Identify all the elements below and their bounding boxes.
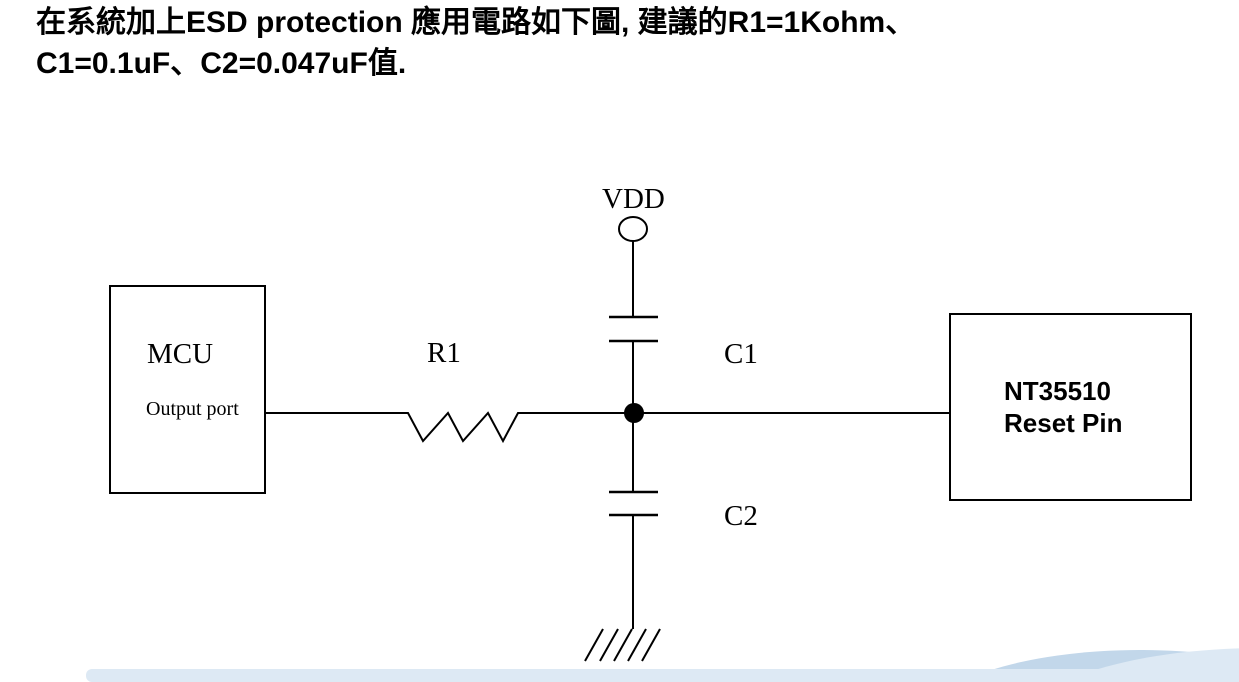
resistor-r1-symbol (265, 411, 633, 444)
resistor-label: R1 (427, 337, 461, 369)
mcu-label: MCU (147, 338, 213, 370)
ic-label-line-2: Reset Pin (1004, 408, 1123, 438)
cap1-label: C1 (724, 338, 758, 370)
vdd-terminal-icon (618, 216, 648, 242)
vdd-label: VDD (602, 183, 665, 215)
ground-symbol-icon (584, 628, 661, 662)
mcu-port-label: Output port (146, 398, 239, 420)
mcu-box (109, 285, 266, 494)
title-line-1: 在系統加上ESD protection 應用電路如下圖, 建議的R1=1Kohm… (36, 6, 916, 39)
title-line-2: C1=0.1uF、C2=0.047uF值. (36, 47, 407, 80)
ic-box (949, 313, 1192, 501)
decoration-bottom-strip (86, 669, 1239, 682)
cap2-label: C2 (724, 500, 758, 532)
page-title: 在系統加上ESD protection 應用電路如下圖, 建議的R1=1Kohm… (36, 2, 1216, 84)
ic-label-line-1: NT35510 (1004, 376, 1111, 406)
